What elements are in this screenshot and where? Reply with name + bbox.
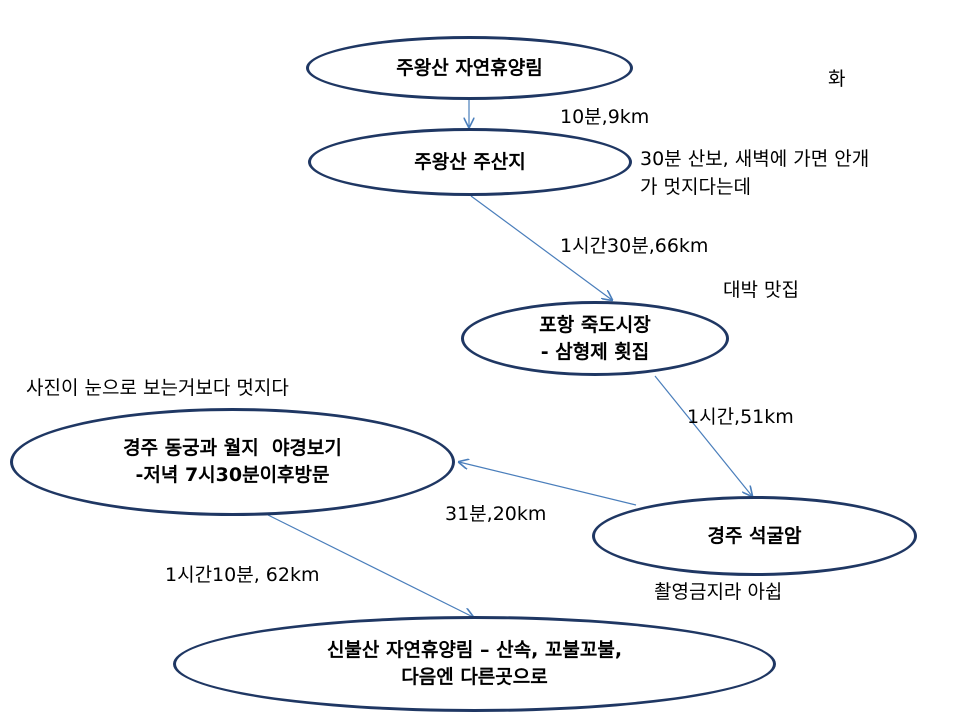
day-label: 화	[828, 68, 846, 90]
node-label-line: - 삼형제 횟집	[540, 340, 650, 363]
note-pohang-market: 대박 맛집	[723, 279, 799, 301]
note-jusanji: 30분 산보, 새벽에 가면 안개 가 멋지다는데	[640, 145, 869, 201]
node-label-line: 신불산 자연휴양림 – 산속, 꼬불꼬불,	[326, 639, 623, 661]
note-seokguram: 촬영금지라 아쉽	[654, 581, 783, 603]
arrow-n3-to-n5	[654, 375, 752, 496]
note-donggung-wolji: 사진이 눈으로 보는거보다 멋지다	[26, 377, 289, 399]
node-label-line: -저녁 7시30분이후방문	[135, 464, 330, 486]
note-line: 가 멋지다는데	[640, 176, 751, 198]
arrow-n2-to-n3	[470, 195, 612, 300]
node-label-line: 경주 석굴암	[707, 524, 802, 547]
node-jowangsan-forest: 주왕산 자연휴양림	[306, 36, 633, 100]
edge-label-n3-n5: 1시간,51km	[687, 406, 794, 428]
arrow-n5-to-n4	[459, 462, 637, 506]
arrow-n4-to-n6	[267, 514, 473, 617]
node-label-line: 다음엔 다른곳으로	[401, 666, 548, 688]
node-jusanji: 주왕산 주산지	[308, 128, 632, 196]
node-pohang-market: 포항 죽도시장 - 삼형제 횟집	[461, 301, 729, 376]
node-seokguram: 경주 석굴암	[592, 496, 917, 576]
node-donggung-wolji: 경주 동궁과 월지 야경보기 -저녁 7시30분이후방문	[10, 408, 455, 516]
node-sinbulsan-forest: 신불산 자연휴양림 – 산속, 꼬불꼬불, 다음엔 다른곳으로	[173, 616, 776, 712]
edge-label-n4-n6: 1시간10분, 62km	[165, 564, 320, 586]
node-label-line: 경주 동궁과 월지 야경보기	[123, 437, 342, 459]
node-label-line: 주왕산 자연휴양림	[396, 56, 543, 79]
edge-label-n1-n2: 10분,9km	[560, 106, 650, 128]
node-label-line: 포항 죽도시장	[539, 313, 651, 336]
edge-label-n5-n4: 31분,20km	[445, 503, 547, 525]
edge-label-n2-n3: 1시간30분,66km	[560, 235, 709, 257]
node-label-line: 주왕산 주산지	[414, 150, 526, 173]
note-line: 30분 산보, 새벽에 가면 안개	[640, 148, 870, 170]
